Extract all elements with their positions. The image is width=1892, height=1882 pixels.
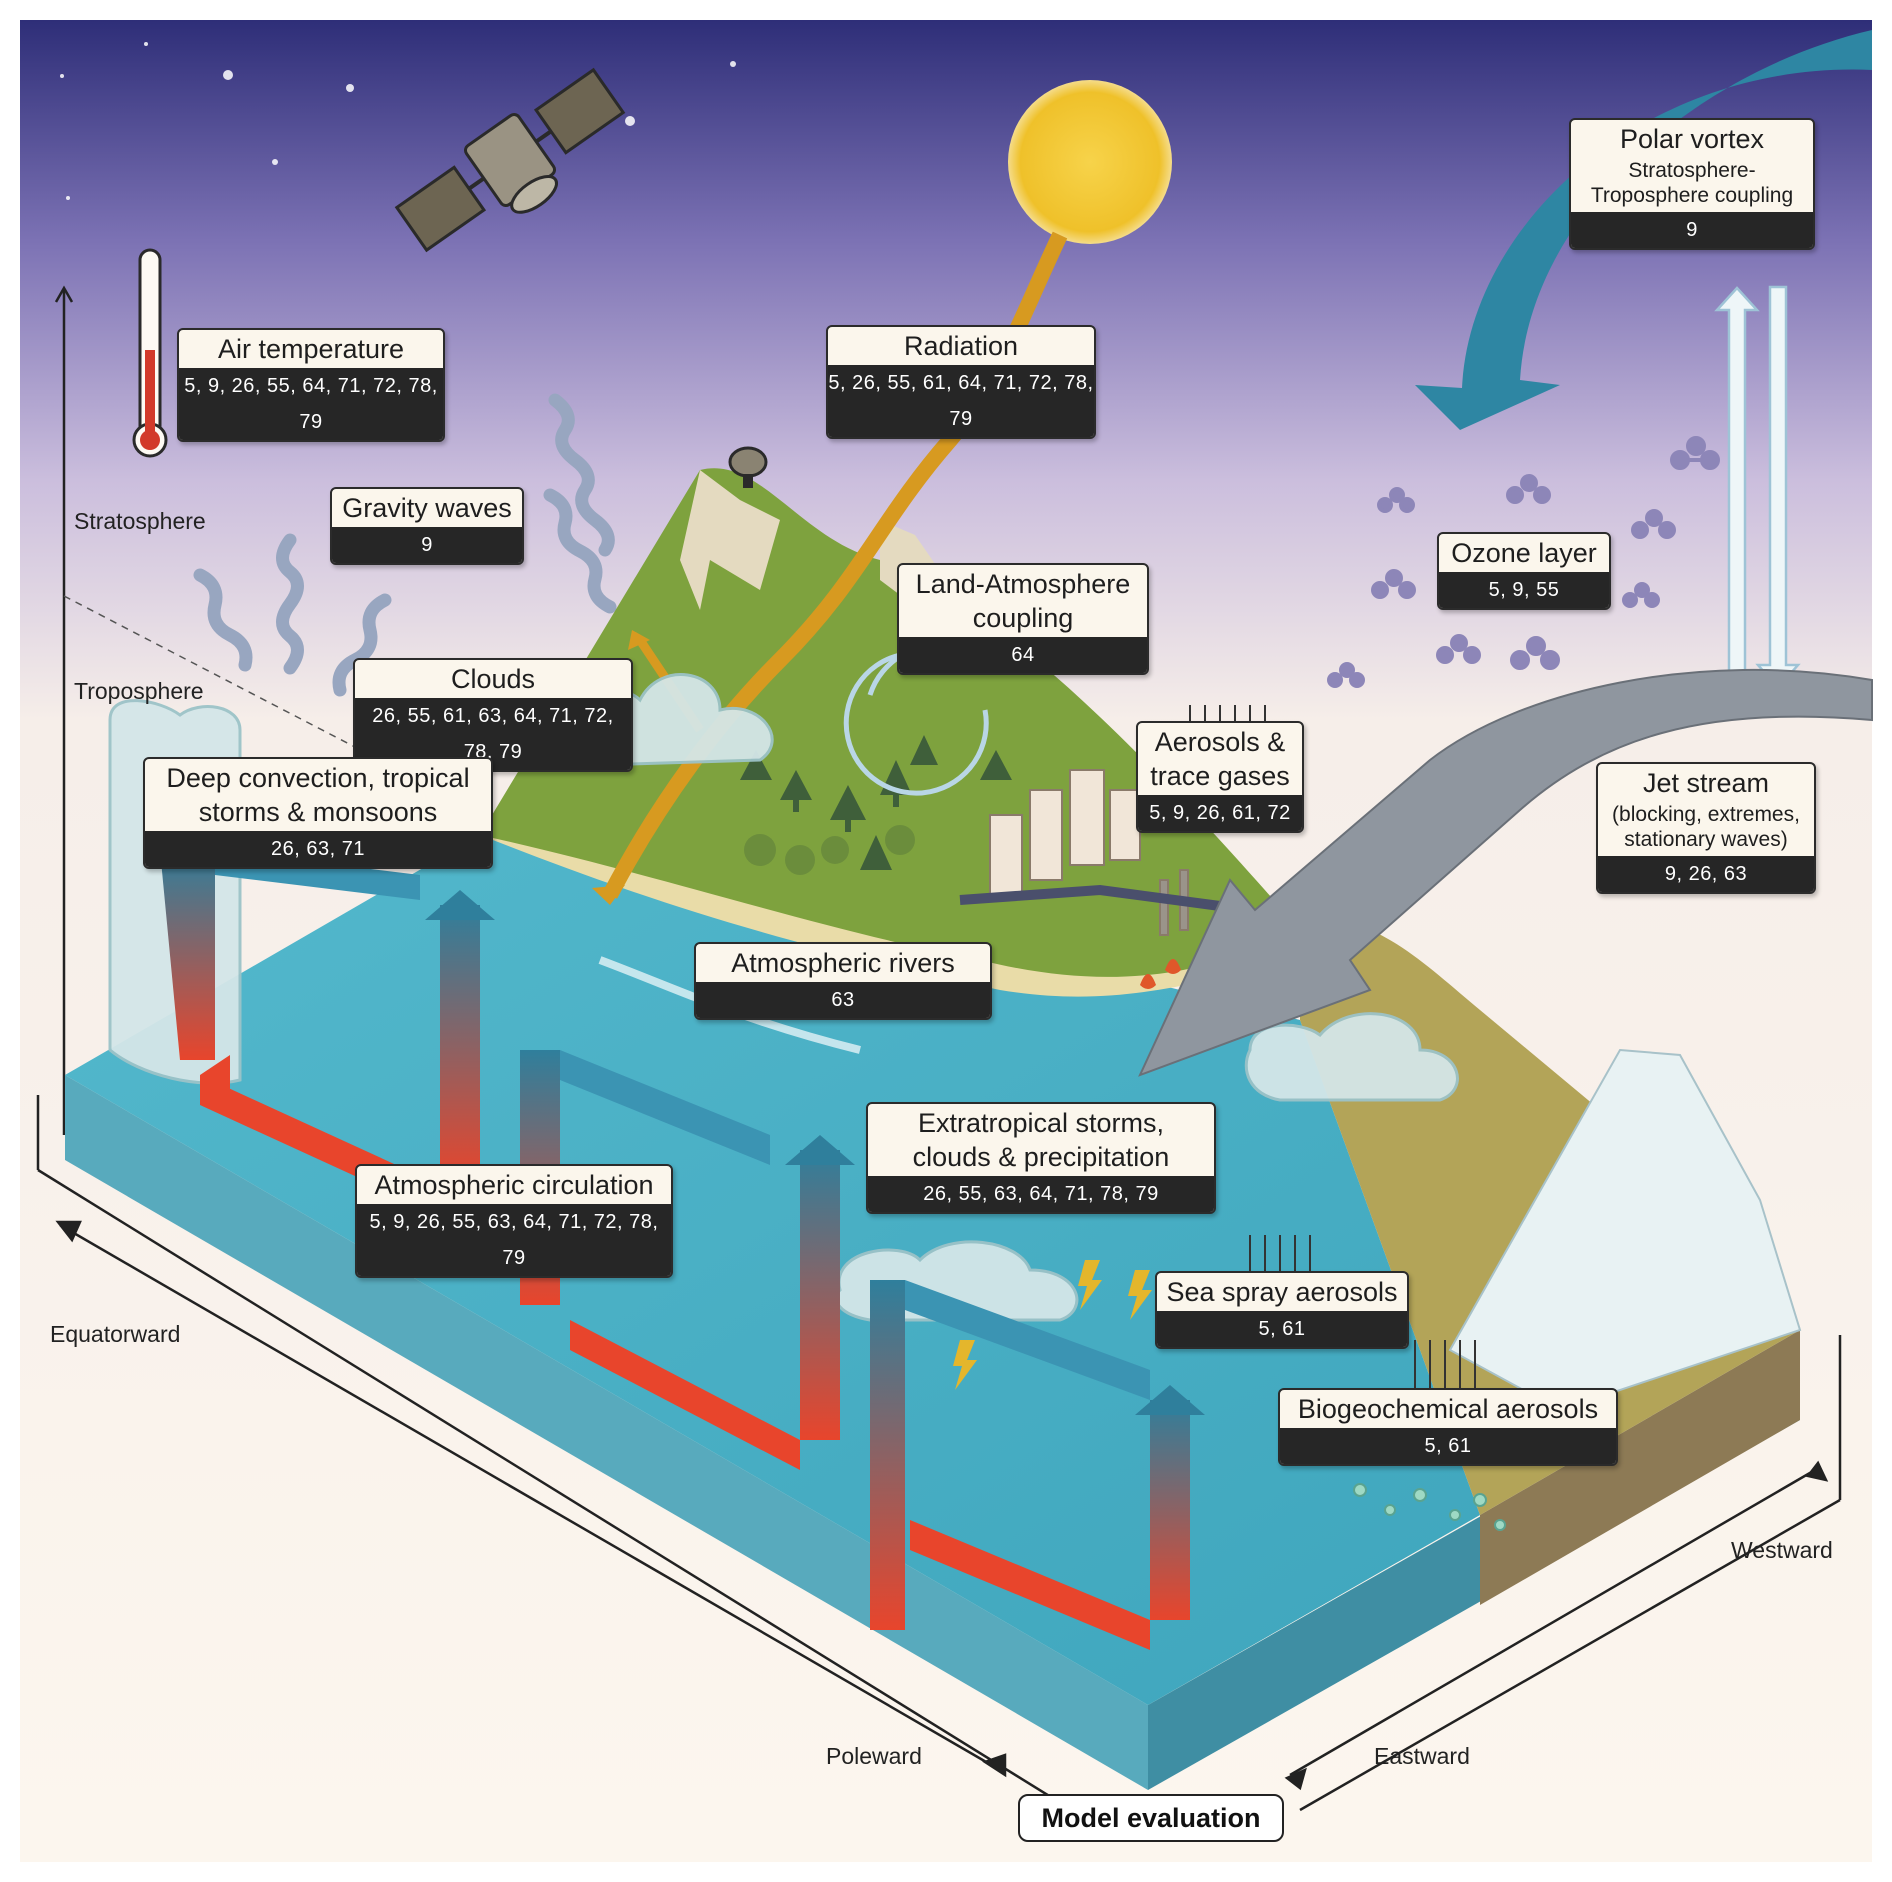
deep-convection-refs: 26, 63, 71 (145, 831, 491, 867)
land-atmosphere-refs: 64 (899, 637, 1147, 673)
ocean-surface (65, 835, 1480, 1705)
equatorward-label: Equatorward (50, 1321, 181, 1347)
clouds-title: Clouds (450, 664, 536, 694)
westward-label: Westward (1731, 1537, 1833, 1563)
mountain-snow-left (680, 470, 780, 610)
air-temperature-title: Air temperature (217, 334, 405, 364)
altitude-axis (54, 285, 74, 1135)
sea-spray-aerosols-title: Sea spray aerosols (1166, 1277, 1398, 1307)
atmospheric-circulation-label: Atmospheric circulation 5, 9, 26, 55, 63… (355, 1164, 673, 1278)
extratropical-storms-refs: 26, 55, 63, 64, 71, 78, 79 (868, 1176, 1214, 1212)
radiation-refs: 5, 26, 55, 61, 64, 71, 72, 78, 79 (828, 365, 1094, 437)
clouds-label: Clouds 26, 55, 61, 63, 64, 71, 72, 78, 7… (353, 658, 633, 772)
jet-stream-arrow (1138, 668, 1873, 1077)
atmospheric-circulation-title: Atmospheric circulation (374, 1170, 654, 1200)
satellite-icon (394, 67, 626, 253)
direction-axes (36, 1095, 1842, 1817)
extratropical-storms-title: Extratropical storms, clouds & precipita… (912, 1108, 1170, 1172)
sea-spray-aerosols-refs: 5, 61 (1157, 1311, 1407, 1347)
extratropical-storms-label: Extratropical storms, clouds & precipita… (866, 1102, 1216, 1214)
deep-convection-title: Deep convection, tropical storms & monso… (166, 763, 470, 827)
jet-stream-label: Jet stream (blocking, extremes, stationa… (1596, 762, 1816, 894)
ozone-layer-label: Ozone layer 5, 9, 55 (1437, 532, 1611, 610)
deciduous-trees-icon (744, 825, 915, 875)
atmospheric-rivers-label: Atmospheric rivers 63 (694, 942, 992, 1020)
polar-vortex-arrow (1415, 30, 1872, 430)
ice-mountain (1448, 1048, 1802, 1412)
ozone-layer-title: Ozone layer (1451, 538, 1597, 568)
clouds-refs: 26, 55, 61, 63, 64, 71, 72, 78, 79 (355, 698, 631, 770)
eastward-label: Eastward (1374, 1743, 1470, 1769)
land-atmosphere-title: Land-Atmosphere coupling (915, 569, 1131, 633)
jet-stream-refs: 9, 26, 63 (1598, 856, 1814, 892)
ozone-layer-refs: 5, 9, 55 (1439, 572, 1609, 608)
stars (60, 42, 736, 200)
polar-vortex-refs: 9 (1571, 212, 1813, 248)
lightning-icon (953, 1260, 1152, 1390)
atmospheric-rivers-title: Atmospheric rivers (731, 948, 955, 978)
radiation-label: Radiation 5, 26, 55, 61, 64, 71, 72, 78,… (826, 325, 1096, 439)
thermometer-icon (132, 248, 168, 458)
sun (1008, 80, 1172, 244)
atmospheric-rivers-refs: 63 (696, 982, 990, 1018)
plankton-icon (1353, 1483, 1506, 1531)
land-side (1480, 1330, 1800, 1605)
atmospheric-circulation-refs: 5, 9, 26, 55, 63, 64, 71, 72, 78, 79 (357, 1204, 671, 1276)
aerosols-trace-gases-refs: 5, 9, 26, 61, 72 (1138, 795, 1302, 831)
gravity-waves-label: Gravity waves 9 (330, 487, 524, 565)
deep-convection-label: Deep convection, tropical storms & monso… (143, 757, 493, 869)
aerosols-trace-gases-title: Aerosols & trace gases (1150, 727, 1290, 791)
ozone-molecules-icon (1327, 436, 1720, 688)
polar-vortex-label: Polar vortex Stratosphere- Troposphere c… (1569, 118, 1815, 250)
stratosphere-label: Stratosphere (74, 508, 206, 534)
gravity-waves-title: Gravity waves (342, 493, 512, 523)
jet-stream-title: Jet stream (1642, 768, 1770, 798)
gravity-waves-icon (193, 393, 617, 697)
air-temperature-refs: 5, 9, 26, 55, 64, 71, 72, 78, 79 (179, 368, 443, 440)
circulation-arrows (160, 850, 1205, 1650)
land-atmosphere-label: Land-Atmosphere coupling 64 (897, 563, 1149, 675)
aerosols-trace-gases-label: Aerosols & trace gases 5, 9, 26, 61, 72 (1136, 721, 1304, 833)
polar-vortex-title: Polar vortex (1619, 124, 1765, 154)
poleward-label: Poleward (826, 1743, 922, 1769)
road (959, 884, 1251, 915)
biogeochemical-aerosols-title: Biogeochemical aerosols (1297, 1394, 1599, 1424)
jet-stream-subtitle: (blocking, extremes, stationary waves) (1612, 803, 1800, 851)
radar-dish-icon (728, 446, 768, 488)
troposphere-label: Troposphere (74, 678, 204, 704)
gravity-waves-refs: 9 (332, 527, 522, 563)
biogeochemical-aerosols-label: Biogeochemical aerosols 5, 61 (1278, 1388, 1618, 1466)
air-temperature-label: Air temperature 5, 9, 26, 55, 64, 71, 72… (177, 328, 445, 442)
city-buildings-icon (989, 769, 1189, 936)
sea-spray-aerosols-label: Sea spray aerosols 5, 61 (1155, 1271, 1409, 1349)
polar-vortex-subtitle: Stratosphere- Troposphere coupling (1590, 159, 1794, 207)
biogeochemical-aerosols-refs: 5, 61 (1280, 1428, 1616, 1464)
radiation-title: Radiation (903, 331, 1019, 361)
model-evaluation-badge: Model evaluation (1018, 1794, 1284, 1842)
